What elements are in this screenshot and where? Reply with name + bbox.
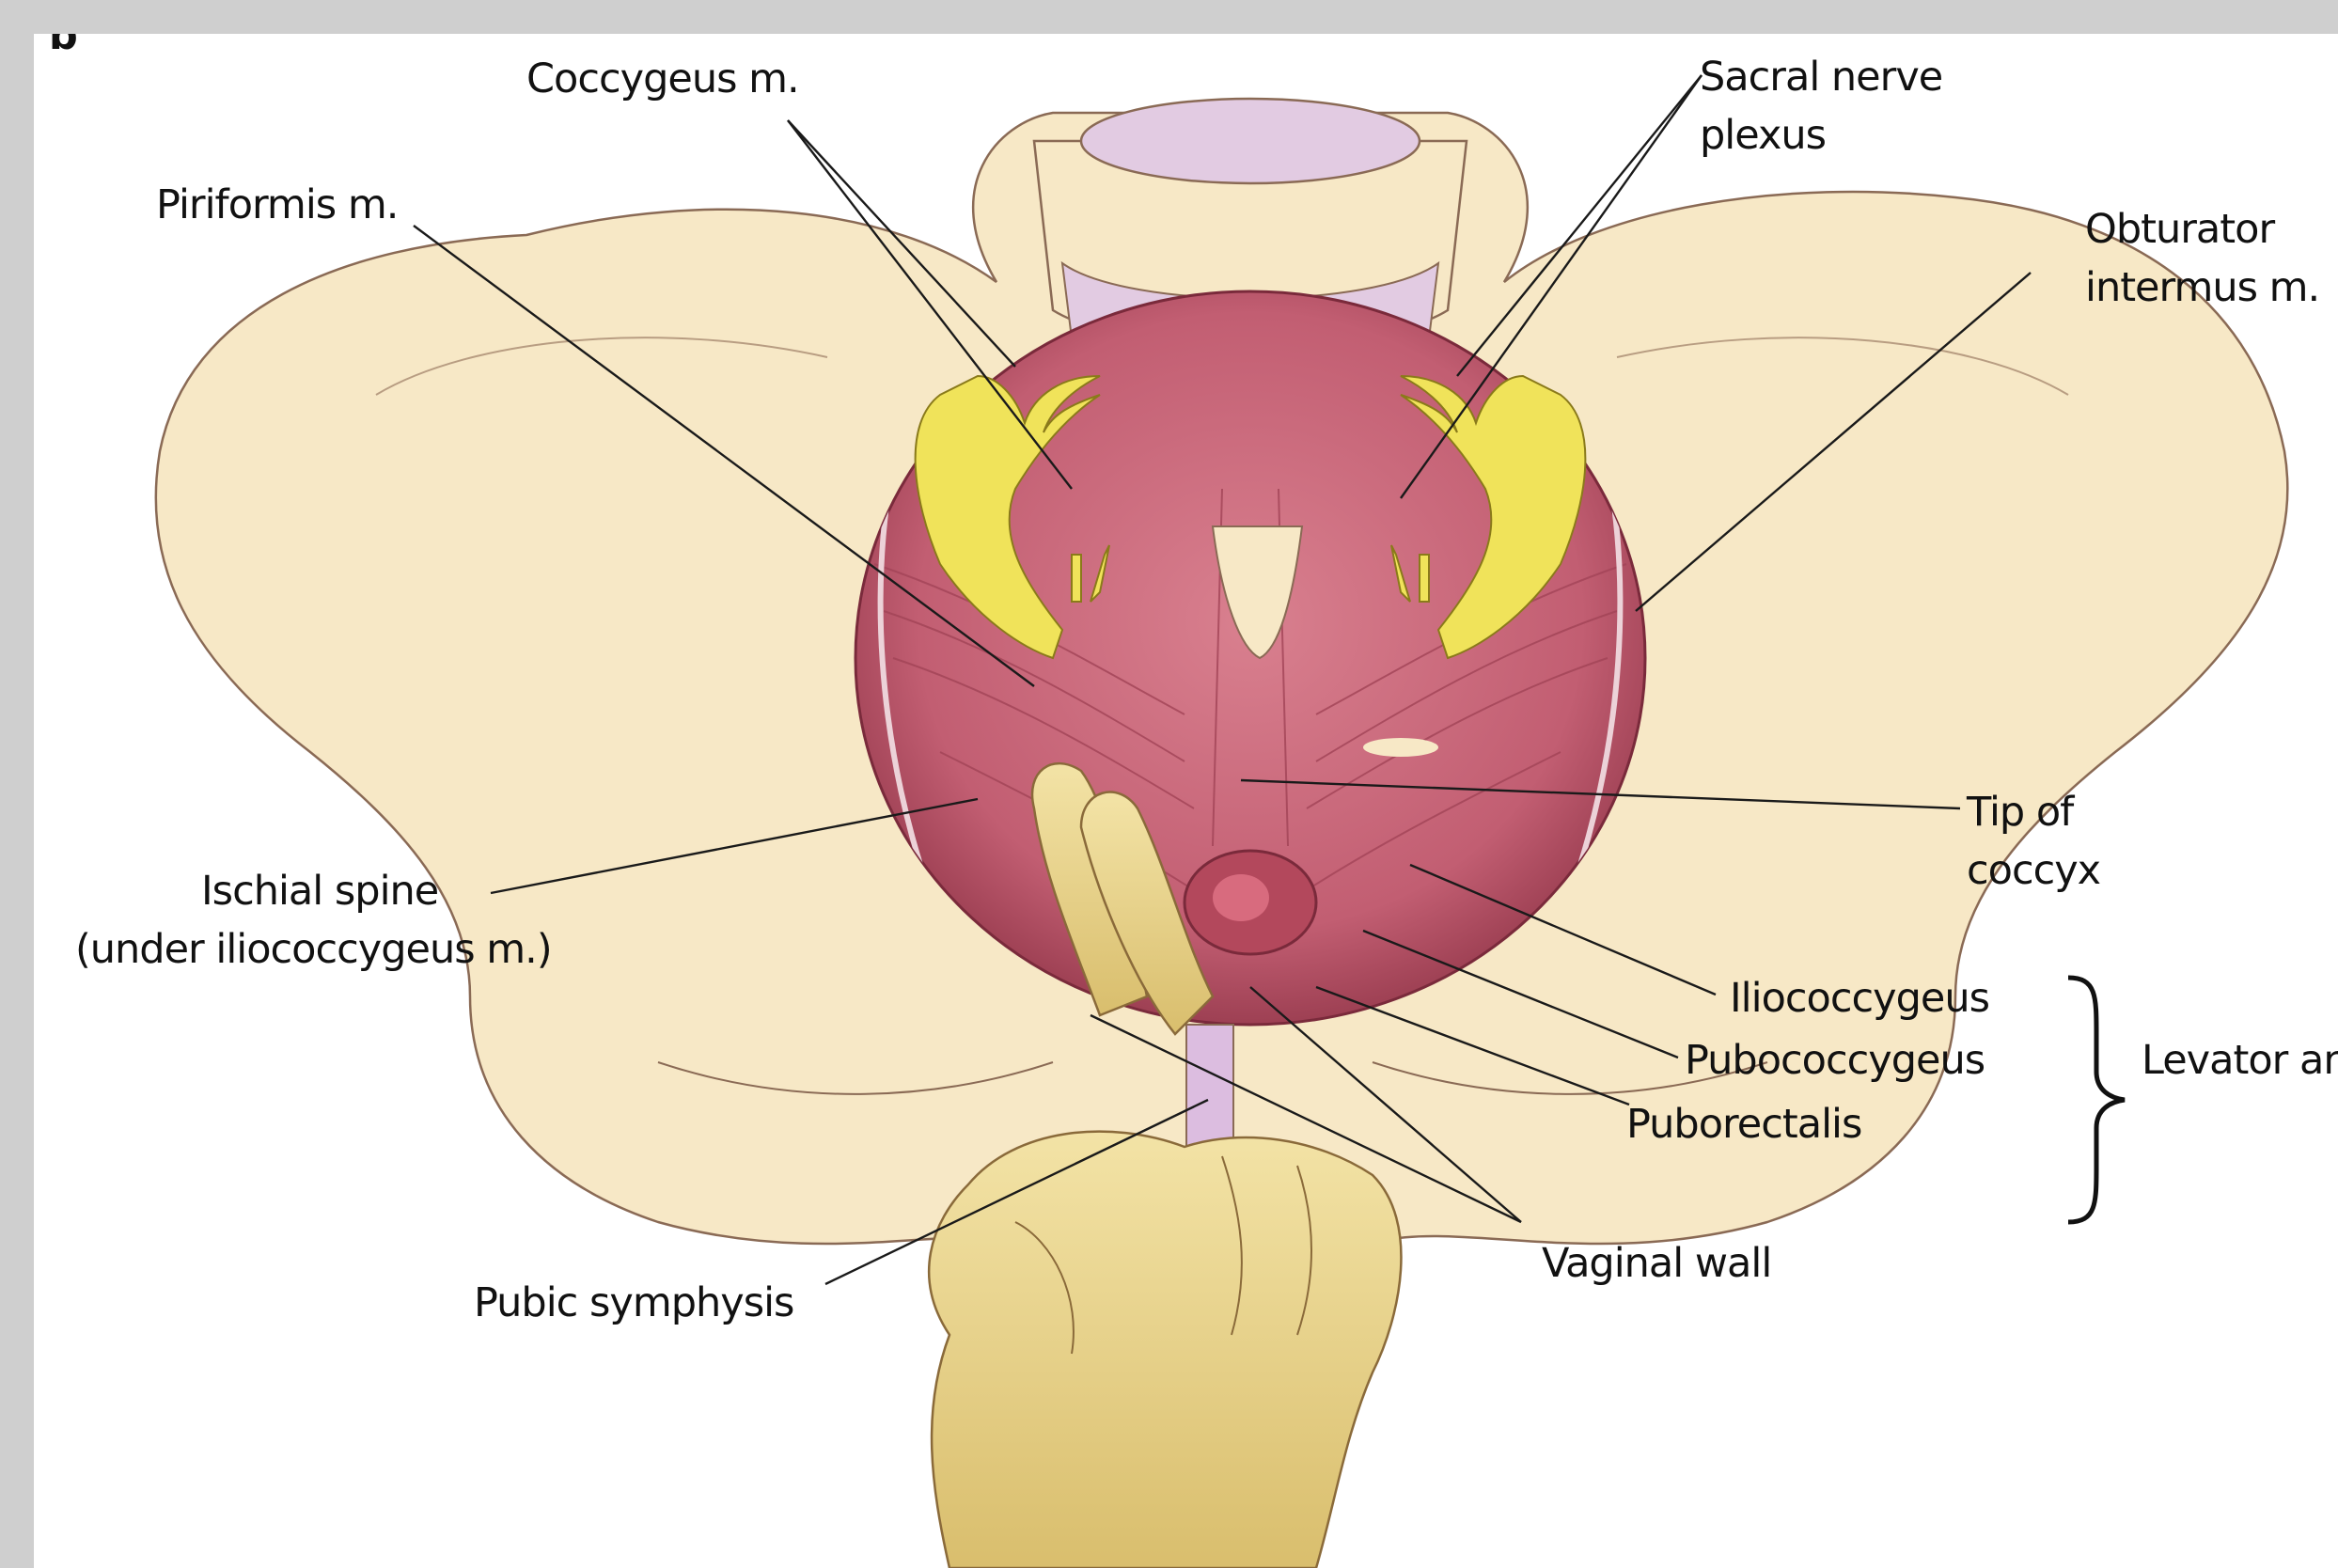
pelvic-floor-illustration: b [34,34,2338,1568]
pubic-symphysis [1186,1025,1233,1152]
label-sacral-plexus: plexus [1700,112,1826,159]
label-piriformis: Piriformis m. [156,181,398,228]
label-iliococcygeus: Iliococcygeus [1730,975,1989,1022]
label-pubic-symphysis: Pubic symphysis [474,1279,793,1326]
label-intermus: intermus m. [2085,264,2319,311]
label-tip-of: Tip of [1966,789,2075,836]
label-ischial-note: (under iliococcygeus m.) [75,926,552,973]
label-vaginal-wall: Vaginal wall [1542,1240,1771,1287]
intervertebral-disc [1081,99,1420,183]
figure-frame: b [34,34,2338,1568]
label-puborectalis: Puborectalis [1626,1101,1861,1148]
panel-letter: b [49,34,77,59]
label-coccygeus: Coccygeus m. [526,55,799,102]
levator-ani-bracket [2068,978,2125,1222]
label-coccyx: coccyx [1967,847,2101,894]
label-pubococcygeus: Pubococcygeus [1685,1037,1985,1084]
label-sacral-nerve: Sacral nerve [1700,54,1942,101]
label-ischial-spine: Ischial spine [201,868,438,915]
label-levator-ani: Levator an [2142,1037,2338,1084]
label-obturator: Obturator [2085,206,2275,253]
